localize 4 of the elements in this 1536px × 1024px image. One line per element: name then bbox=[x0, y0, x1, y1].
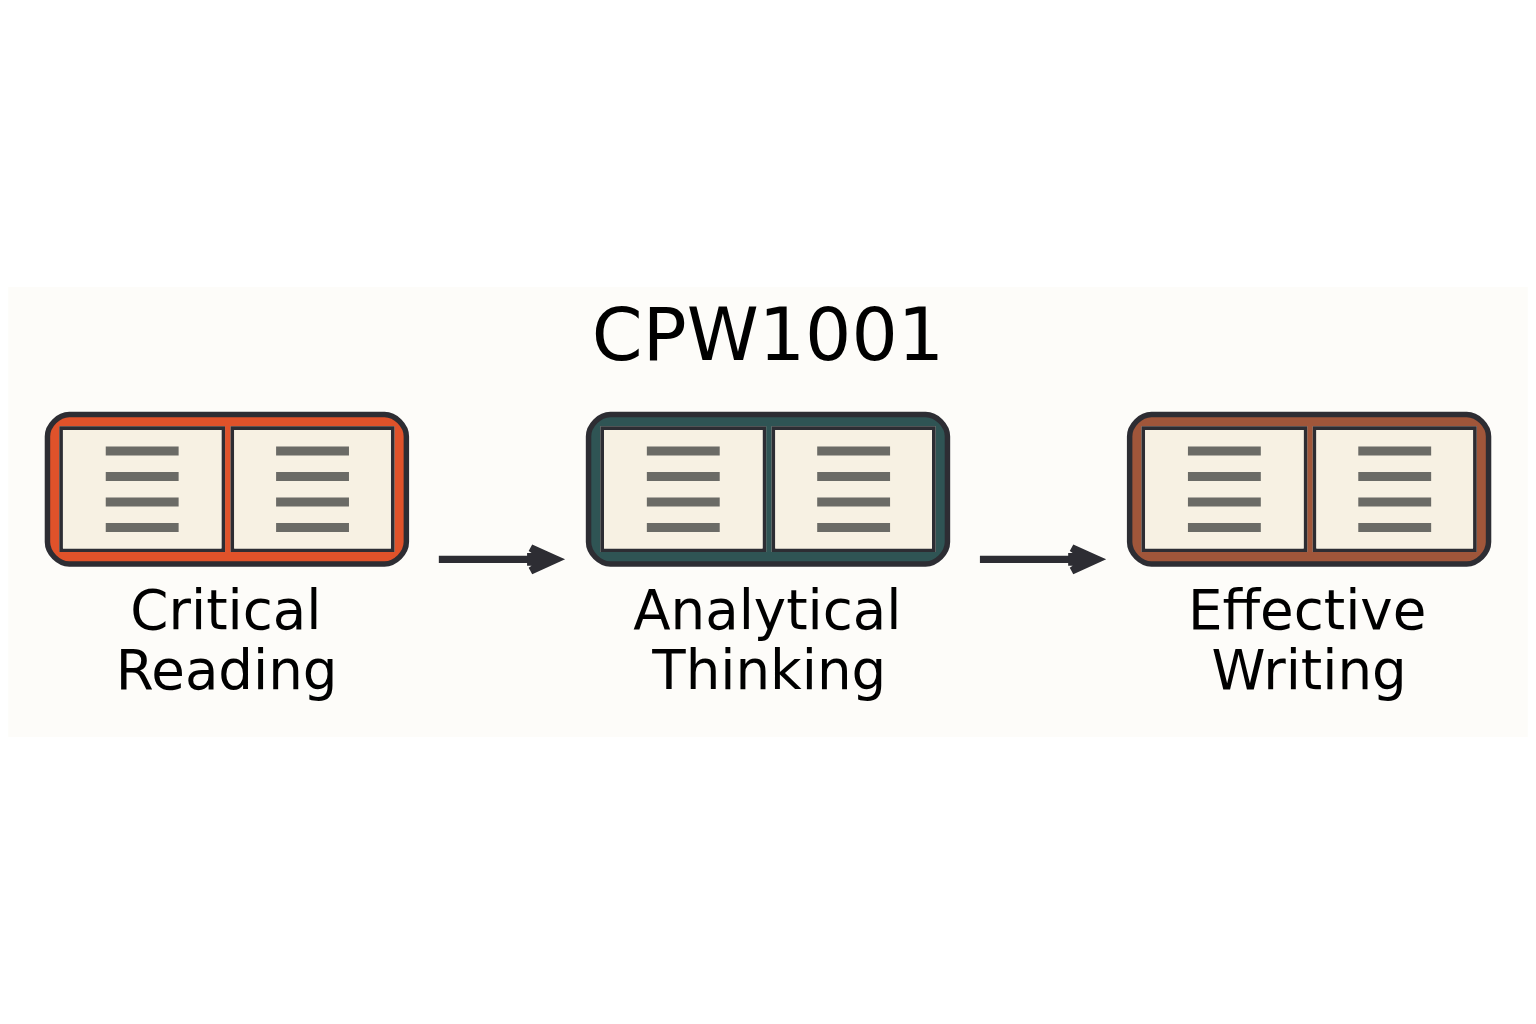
diagram-title: CPW1001 bbox=[591, 291, 945, 377]
node-label: Critical Reading bbox=[115, 577, 338, 702]
node-label: Analytical Thinking bbox=[633, 577, 902, 702]
node-label: Effective Writing bbox=[1187, 577, 1427, 702]
